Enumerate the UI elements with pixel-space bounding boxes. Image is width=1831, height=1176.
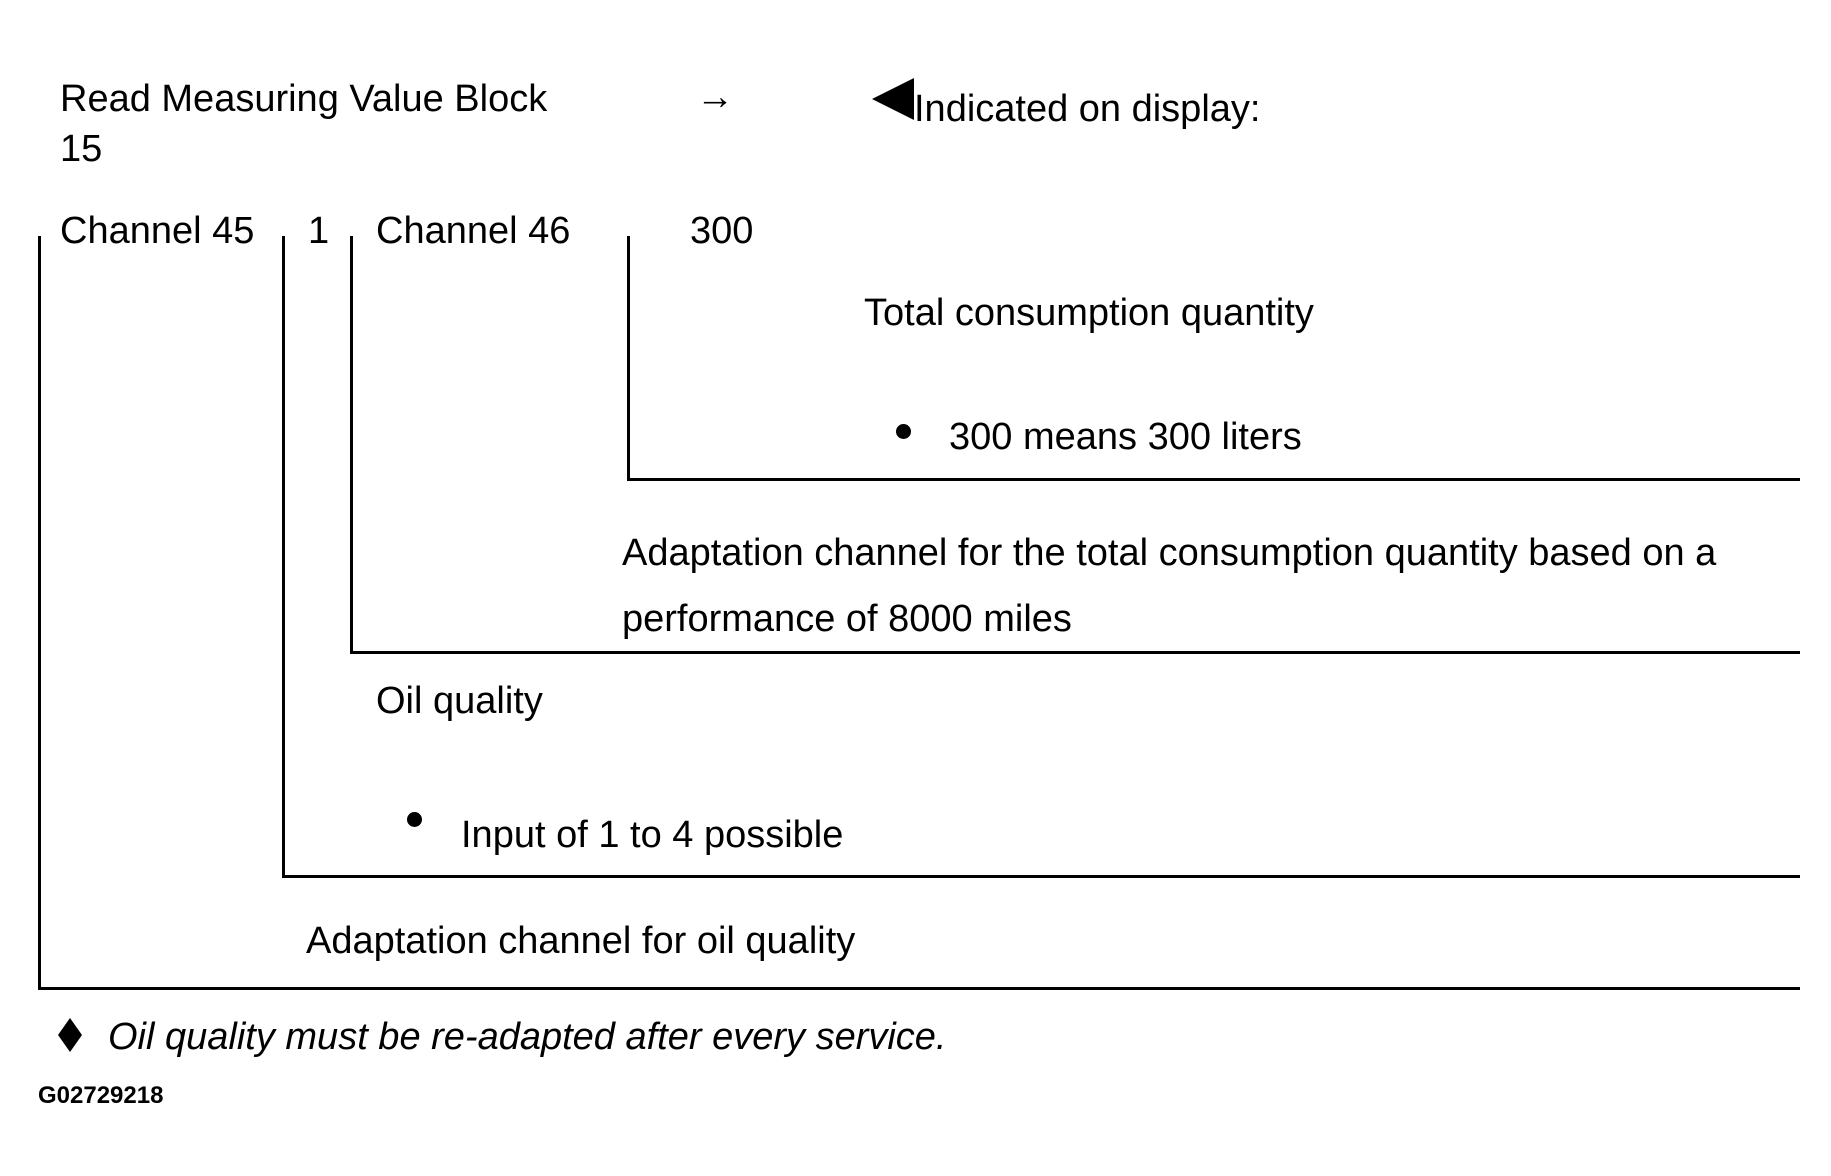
bracket-channel45-horizontal — [38, 987, 1800, 990]
oil-quality-label: Oil quality — [376, 680, 543, 722]
bracket-value300-vertical — [627, 236, 630, 481]
bracket-value300-horizontal — [627, 478, 1800, 481]
channel-45-label: Channel 45 — [60, 210, 255, 252]
pointer-triangle-icon — [872, 78, 914, 120]
bullet-input-text: Input of 1 to 4 possible — [461, 814, 844, 856]
bullet-300-text: 300 means 300 liters — [949, 416, 1302, 458]
adaptation-oil-label: Adaptation channel for oil quality — [306, 920, 856, 962]
bracket-channel46-horizontal — [350, 651, 1800, 654]
diamond-bullet-icon — [58, 1018, 82, 1052]
bracket-value1-horizontal — [282, 875, 1800, 878]
channel-46-label: Channel 46 — [376, 210, 571, 252]
bracket-value1-vertical — [282, 236, 285, 878]
channel-46-value: 300 — [690, 210, 754, 252]
indicated-on-display-label: Indicated on display: — [914, 88, 1261, 130]
figure-code: G02729218 — [38, 1082, 164, 1109]
adaptation-total-line1: Adaptation channel for the total consump… — [622, 532, 1717, 574]
block-title-line1: Read Measuring Value Block — [60, 78, 548, 120]
note-text: Oil quality must be re-adapted after eve… — [108, 1016, 947, 1058]
bracket-channel46-vertical — [350, 236, 353, 654]
total-consumption-label: Total consumption quantity — [864, 292, 1314, 334]
bullet-icon — [896, 424, 911, 439]
adaptation-total-line2: performance of 8000 miles — [622, 598, 1072, 640]
bracket-channel45-vertical — [38, 236, 41, 990]
channel-45-value: 1 — [308, 210, 330, 252]
block-title-line2: 15 — [60, 128, 103, 170]
bullet-icon — [407, 812, 422, 827]
arrow-right-icon: → — [696, 76, 734, 118]
